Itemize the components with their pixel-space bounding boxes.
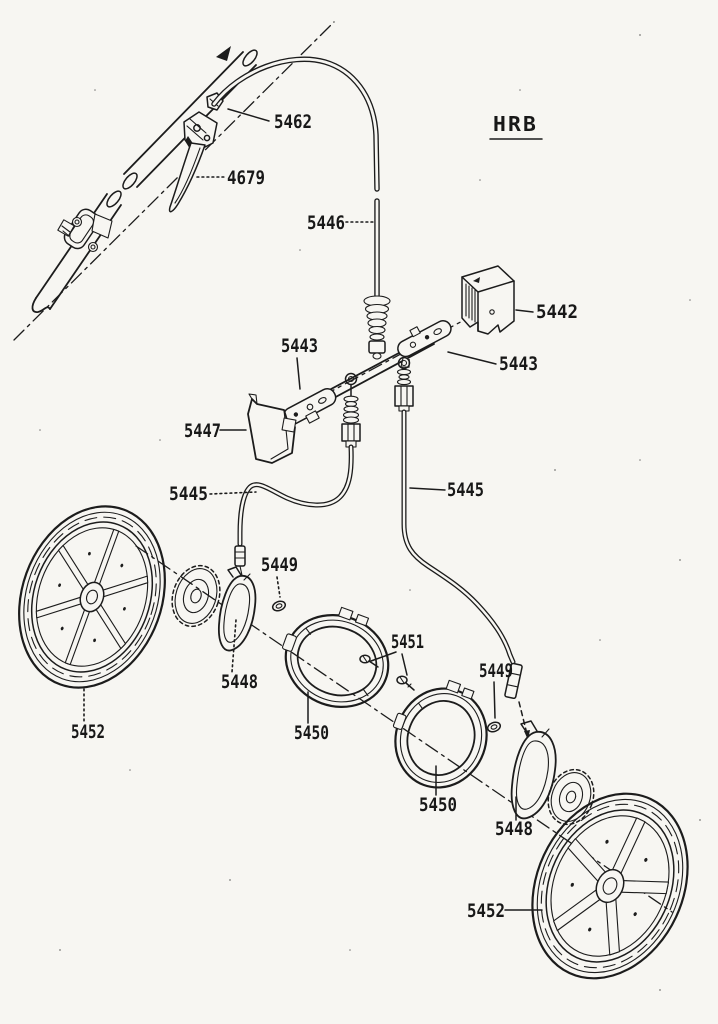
callout-5448-left: 5448: [221, 619, 258, 693]
callout-5445-right: 5445: [409, 479, 484, 501]
part-label-5443-left: 5443: [281, 335, 318, 357]
model-code-block: HRB: [489, 112, 543, 140]
part-label-4679: 4679: [227, 167, 265, 189]
part-label-5449-left: 5449: [261, 554, 298, 576]
flap-5447: [247, 393, 297, 464]
callout-5443-left: 5443: [281, 335, 318, 390]
cable-spring-boot: [363, 295, 391, 360]
part-label-5448-right: 5448: [495, 818, 533, 840]
callout-5450-left: 5450: [294, 691, 329, 744]
axis-line-handlebar: [13, 21, 335, 341]
brake-ring-5450-left: [281, 606, 390, 708]
cable-adjuster-left: [341, 372, 361, 448]
part-label-5445-left: 5445: [169, 483, 208, 505]
handlebar-tube-lower: [31, 190, 122, 313]
part-label-5443-right: 5443: [499, 353, 538, 375]
callout-5442: 5442: [515, 301, 578, 323]
callout-5451: 5451: [370, 631, 424, 676]
callout-5449-left: 5449: [261, 554, 298, 598]
brake-band-5448-left: [218, 566, 257, 652]
nut-5449-right: [486, 721, 502, 733]
callout-5445-left: 5445: [169, 483, 257, 505]
wheel-5452-right: [503, 768, 716, 1004]
callout-5449-right: 5449: [479, 660, 513, 719]
part-label-5442: 5442: [536, 301, 578, 323]
brake-band-5448-right: [510, 720, 557, 820]
scan-noise: [39, 34, 701, 991]
callout-5443-right: 5443: [447, 351, 538, 375]
part-label-5452-right: 5452: [467, 900, 505, 922]
direction-arrow: [216, 46, 231, 61]
callout-5452-left: 5452: [71, 688, 105, 743]
nut-5449-left: [271, 600, 287, 612]
part-label-5445-right: 5445: [447, 479, 484, 501]
cable-adjuster-right: [394, 356, 414, 412]
part-label-5451: 5451: [391, 631, 424, 653]
cable-5445-left: [234, 444, 354, 585]
model-code: HRB: [493, 112, 538, 136]
axis-lines: [13, 21, 673, 913]
control-box-5442: [461, 265, 515, 335]
callout-4679: 4679: [196, 167, 265, 189]
part-label-5449-right: 5449: [479, 660, 513, 682]
callout-5448-right: 5448: [495, 796, 533, 840]
cable-5445-right: [401, 409, 530, 740]
part-label-5446: 5446: [307, 212, 345, 234]
part-label-5452-left: 5452: [71, 721, 105, 743]
part-label-5450-right: 5450: [419, 794, 457, 816]
part-label-5447: 5447: [184, 420, 221, 442]
callout-5447: 5447: [184, 420, 247, 442]
part-label-5450-left: 5450: [294, 722, 329, 744]
callout-5452-right: 5452: [467, 900, 543, 922]
screws-5451: [359, 654, 415, 691]
brake-ring-5450-right: [392, 679, 488, 789]
callout-5450-right: 5450: [419, 765, 457, 816]
callout-5462: 5462: [227, 108, 312, 133]
handlebar-clamp: [57, 208, 113, 253]
throttle-cable-5446: [211, 56, 391, 360]
pinion-gear-left: [171, 564, 221, 628]
wheel-5452-left: [0, 486, 189, 708]
brake-lever: [168, 111, 218, 213]
part-label-5448-left: 5448: [221, 671, 258, 693]
callout-5446: 5446: [307, 212, 374, 234]
part-label-5462: 5462: [274, 111, 312, 133]
